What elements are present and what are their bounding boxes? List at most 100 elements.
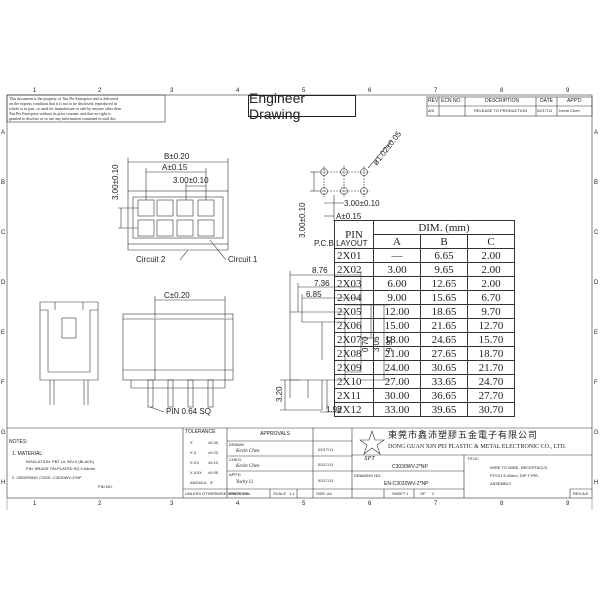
dim-table-value-cell: 9.65 (420, 262, 468, 277)
dim-pitch-top: 3.00±0.10 (173, 176, 209, 185)
dim-table-value-cell: 9.70 (467, 304, 515, 319)
dim-table-value-cell: 3.00 (373, 262, 421, 277)
dim-b: B±0.20 (164, 152, 190, 161)
tol-key: ANGULA (190, 480, 207, 485)
company-name-en: DONG GUAN XIN PEI PLASTIC & METAL ELECTR… (388, 444, 567, 450)
col-marker: 7 (434, 501, 438, 507)
revision-table (426, 96, 593, 117)
confidential-line: granted to disclose or so use any inform… (9, 116, 117, 121)
dim-6-85: 6.85 (306, 290, 322, 299)
dim-table-col-header: B (420, 234, 468, 249)
rev-value: Kevin Chen (559, 108, 580, 113)
col-marker: 2 (98, 501, 102, 507)
col-marker: 3 (170, 88, 174, 94)
row-marker: H (1, 480, 6, 486)
rev-label: REV.A/0 (573, 491, 588, 496)
tol-val: ±0.20 (208, 450, 218, 455)
note-line: 2. ORDERING CODE: C3030WV-2*NP (12, 475, 82, 480)
tol-key: X (190, 440, 193, 445)
dim-table-value-cell: 30.65 (420, 360, 468, 375)
notes-title: NOTES: (9, 439, 28, 445)
dim-table-value-cell: 6.00 (373, 276, 421, 291)
dim-table-value-cell: 39.65 (420, 402, 468, 417)
dim-table-value-cell: 9.00 (373, 290, 421, 305)
approval-label: DRAWN (229, 442, 244, 447)
dim-table-value-cell: 12.00 (373, 304, 421, 319)
dim-pcb-pitch-h: 3.00±0.10 (344, 199, 380, 208)
dim-table-value-cell: 24.65 (420, 332, 468, 347)
col-marker: 4 (236, 88, 240, 94)
scale-label: SCALE (273, 491, 287, 496)
confidential-line: on the express condition that it is not … (9, 101, 117, 106)
dim-table-pin-cell: 2X10 (334, 374, 374, 389)
circuit-1-label: Circuit 1 (228, 255, 258, 264)
dim-1-98: 1.98 (326, 405, 342, 414)
dim-table-pin-cell: 2X09 (334, 360, 374, 375)
company-name-cn: 東莞市鑫沛塑膠五金電子有限公司 (388, 430, 539, 440)
row-marker: A (594, 130, 599, 136)
dim-table-value-cell: 36.65 (420, 388, 468, 403)
row-marker: C (594, 230, 599, 236)
col-marker: 8 (500, 501, 504, 507)
dim-table-value-cell: 2.00 (467, 262, 515, 277)
dim-table-pin-cell: 2X08 (334, 346, 374, 361)
dim-table-value-cell: 27.65 (420, 346, 468, 361)
tol-val: ±0.30 (208, 440, 218, 445)
col-marker: 9 (566, 501, 570, 507)
dim-table-value-cell: 21.00 (373, 346, 421, 361)
dim-table-value-cell: 18.00 (373, 332, 421, 347)
dim-table-value-cell: 18.65 (420, 304, 468, 319)
title-line: PITCH 3.00mm, DIP TYPE, (490, 473, 539, 478)
size-label: SIZE: A4 (316, 491, 332, 496)
col-marker: 2 (98, 88, 102, 94)
dim-3-20: 3.20 (275, 386, 284, 402)
dim-table-value-cell: 21.70 (467, 360, 515, 375)
note-line: PIN: BRASS TIN-PLATED SQ 0.64mm (26, 466, 95, 471)
confidential-line: Xin Pei Enterprise without its prior con… (9, 111, 111, 116)
dim-table-value-cell: 6.70 (467, 290, 515, 305)
approval-date: 02/17/11 (318, 478, 334, 483)
approval-date: 02/17/11 (318, 447, 334, 452)
dim-table-pin-header: PIN (334, 220, 374, 249)
dim-table-value-cell: 30.70 (467, 402, 515, 417)
dim-table-pin-cell: 2X04 (334, 290, 374, 305)
dim-table-pin-cell: 2X11 (334, 388, 374, 403)
col-marker: 1 (33, 501, 37, 507)
pin-no-label: PIN NO. (98, 484, 113, 489)
col-marker: 4 (236, 501, 240, 507)
row-marker: B (1, 180, 6, 186)
row-marker: F (1, 380, 5, 386)
tol-key: X.X (190, 450, 197, 455)
dim-table-value-cell: 18.70 (467, 346, 515, 361)
row-marker: D (594, 280, 599, 286)
tol-val: ±0.05 (208, 470, 218, 475)
title-label: TITLE: (467, 456, 480, 461)
rev-header: DATE (540, 98, 553, 104)
dim-table-pin-cell: 2X03 (334, 276, 374, 291)
dim-table-value-cell: 15.70 (467, 332, 515, 347)
rev-header: DESCRIPTION (485, 98, 520, 104)
tolerance-title: TOLERANCE (185, 429, 216, 435)
rev-header: ECN NO. (441, 98, 462, 104)
row-marker: C (1, 230, 6, 236)
sheet-value: 1 (406, 491, 409, 496)
row-marker: B (594, 180, 599, 186)
drawing-number: EN-C3030WV-2*NP (384, 481, 429, 487)
circuit-2-label: Circuit 2 (136, 255, 166, 264)
dim-table-pin-cell: 2X05 (334, 304, 374, 319)
title-line: ASSEMBLY (490, 481, 512, 486)
row-marker: F (594, 380, 598, 386)
dim-table-value-cell: 24.70 (467, 374, 515, 389)
units-label: UNITS: mm (229, 491, 250, 496)
dim-table-value-cell: 15.00 (373, 318, 421, 333)
drawing-no-label: DRAWING NO. (354, 473, 382, 478)
